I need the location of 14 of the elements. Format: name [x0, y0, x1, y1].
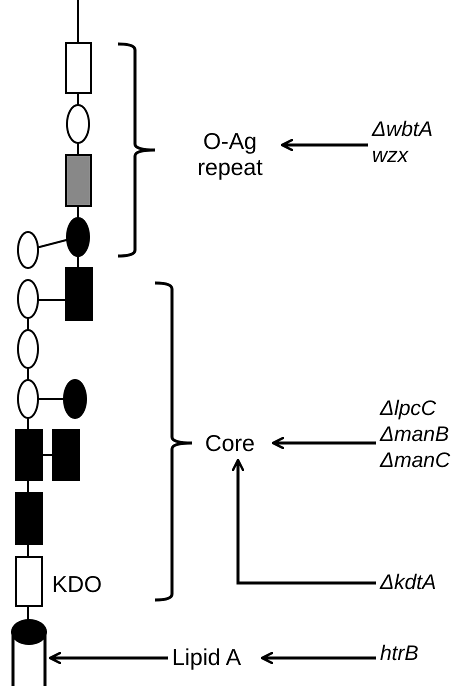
arrow: [272, 436, 376, 450]
structure-label: O-Ag repeat: [180, 128, 280, 180]
part-label: KDO: [52, 571, 102, 597]
arrow: [48, 652, 168, 664]
structure-label: Core: [205, 430, 271, 456]
arrow: [280, 138, 368, 152]
structure-label: Lipid A: [172, 644, 260, 670]
gene-label: ΔkdtA: [380, 570, 460, 596]
arrow: [232, 458, 376, 584]
gene-label: htrB: [380, 641, 440, 667]
arrow: [260, 652, 376, 664]
lipid-a-drawing: [11, 619, 47, 686]
gene-label: ΔwbtA wzx: [372, 117, 467, 169]
gene-label: ΔlpcC ΔmanB ΔmanC: [380, 396, 464, 474]
